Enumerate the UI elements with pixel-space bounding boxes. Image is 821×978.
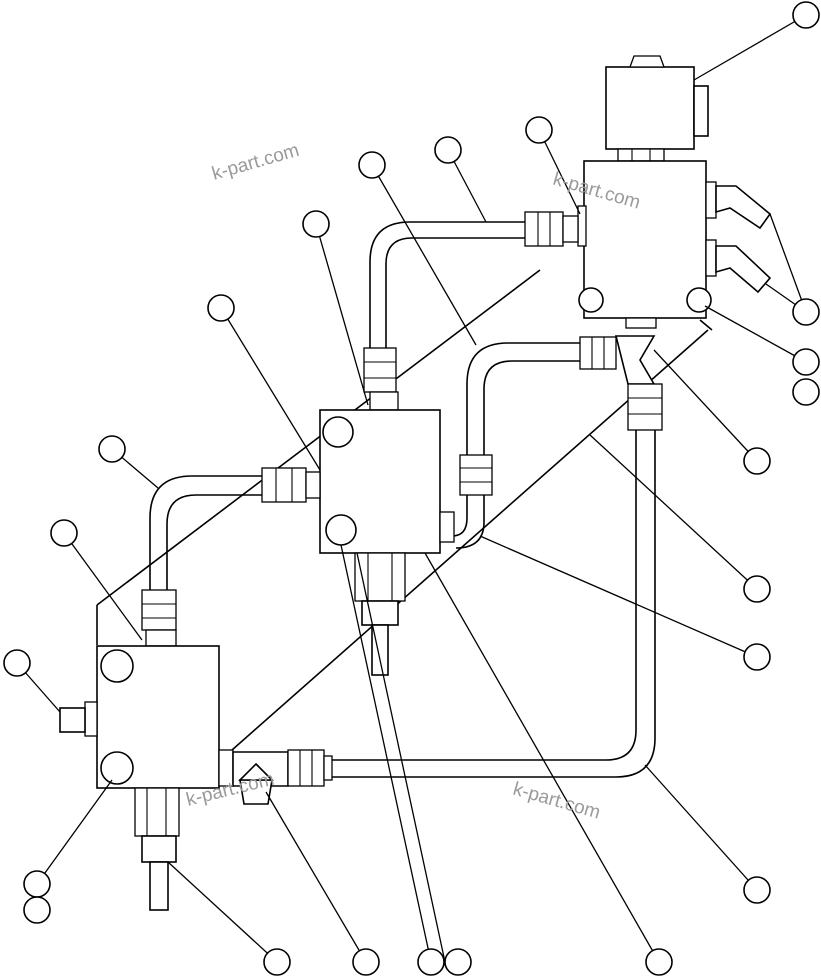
callout-18 bbox=[743, 643, 771, 671]
callout-1 bbox=[792, 1, 820, 29]
callout-5 bbox=[302, 210, 330, 238]
hose-middle-to-lower bbox=[149, 475, 262, 590]
callout-14 bbox=[417, 948, 445, 976]
callout-16 bbox=[645, 948, 673, 976]
callout-4 bbox=[358, 151, 386, 179]
callout-19 bbox=[743, 575, 771, 603]
callout-circles bbox=[3, 1, 820, 976]
watermark-4: k-part.com bbox=[511, 779, 603, 824]
callout-21 bbox=[792, 348, 820, 376]
middle-valve-block bbox=[319, 347, 455, 676]
callout-13 bbox=[352, 948, 380, 976]
lower-valve-block bbox=[59, 589, 220, 911]
callout-12 bbox=[263, 948, 291, 976]
callout-3 bbox=[434, 136, 462, 164]
leader-lines bbox=[16, 14, 807, 963]
callout-8 bbox=[50, 519, 78, 547]
callout-20 bbox=[743, 447, 771, 475]
middle-valve-fittings bbox=[261, 454, 493, 503]
callout-7 bbox=[98, 435, 126, 463]
callout-10 bbox=[23, 870, 51, 898]
hose-top-to-middle bbox=[369, 221, 525, 348]
callout-15 bbox=[444, 948, 472, 976]
top-valve-block bbox=[577, 55, 772, 329]
lower-tee-fitting bbox=[218, 749, 333, 805]
callout-17 bbox=[743, 876, 771, 904]
watermark-1: k-part.com bbox=[210, 140, 302, 185]
top-valve-left-fitting bbox=[524, 211, 579, 247]
top-tee-fitting bbox=[579, 335, 663, 431]
callout-6 bbox=[207, 294, 235, 322]
hose-middle-to-top-tee bbox=[451, 342, 580, 549]
callout-11 bbox=[23, 896, 51, 924]
hose-long-return bbox=[330, 430, 656, 778]
callout-23 bbox=[792, 298, 820, 326]
callout-22 bbox=[792, 378, 820, 406]
callout-2 bbox=[525, 116, 553, 144]
callout-9 bbox=[3, 649, 31, 677]
